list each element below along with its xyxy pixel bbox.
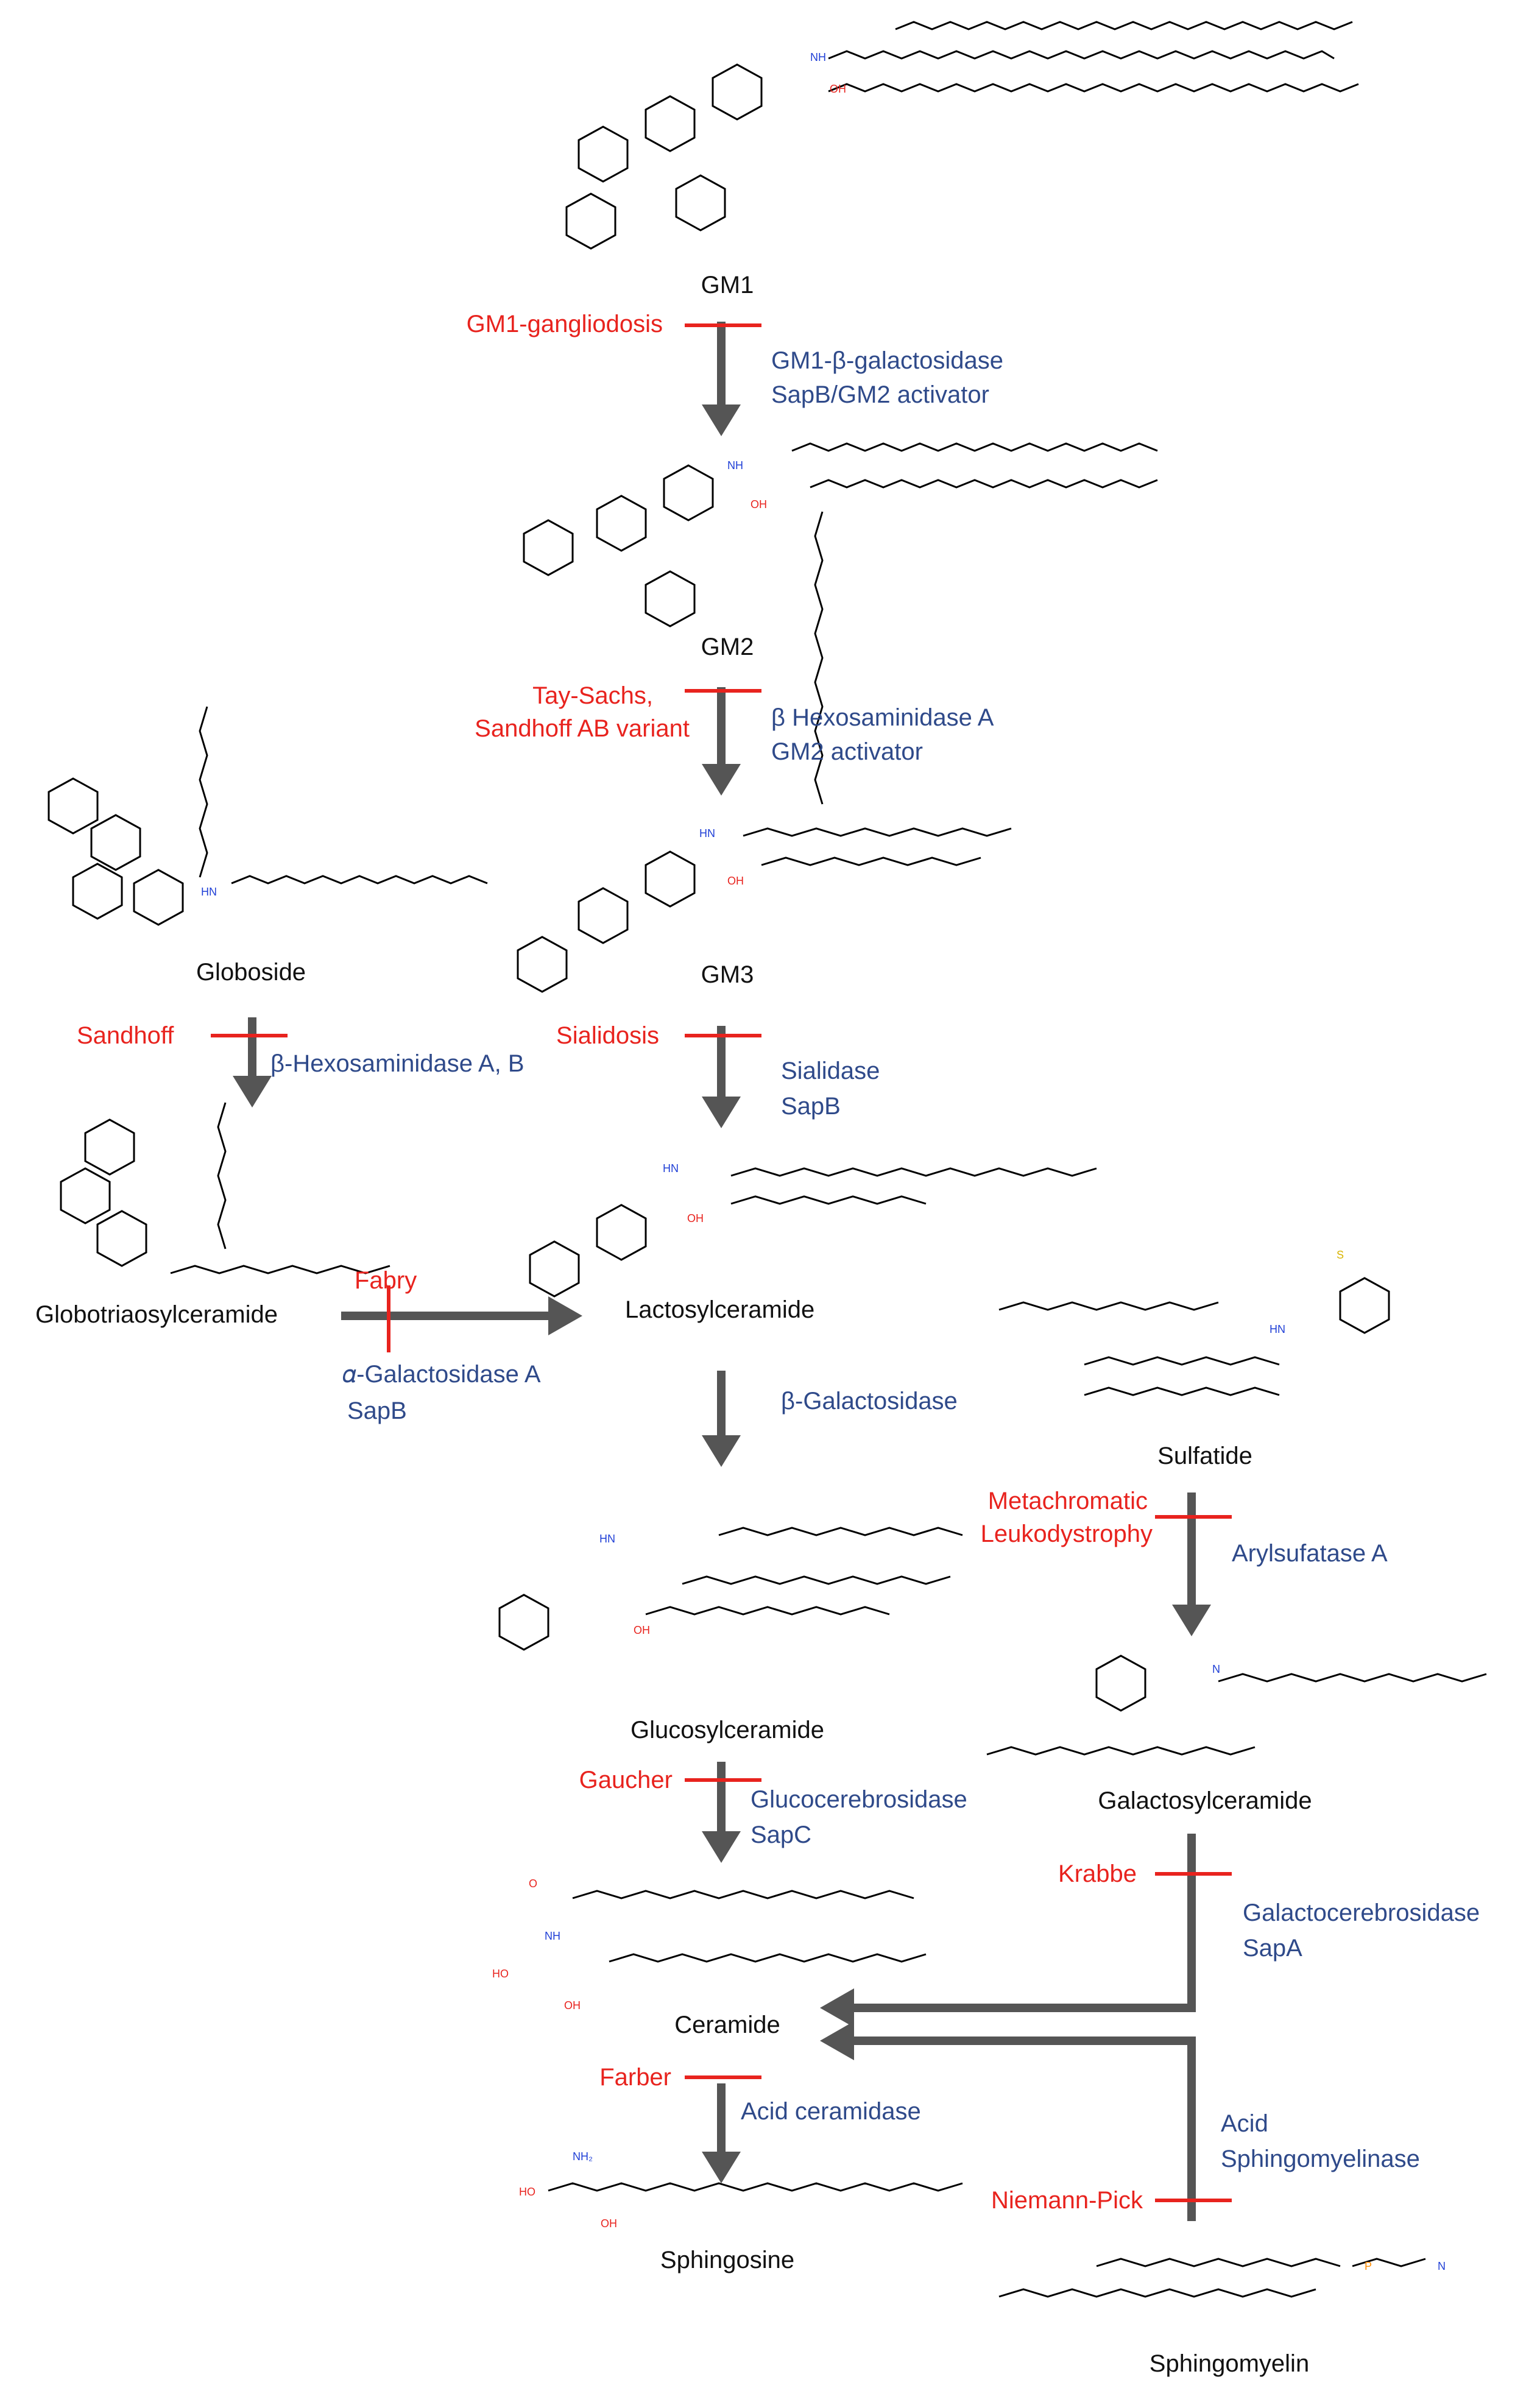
disease-tay-sachs-line2: Sandhoff AB variant bbox=[475, 715, 690, 742]
disease-fabry: Fabry bbox=[355, 1267, 417, 1294]
label-sulfatide: Sulfatide bbox=[1157, 1443, 1252, 1469]
enzyme-sialidase: Sialidase bbox=[781, 1058, 880, 1084]
atom-label-hn-gm3: HN bbox=[699, 827, 715, 839]
atom-label-ho-sphingosine: HO bbox=[519, 2186, 535, 2198]
arrow-galactosylceramide-to-ceramide bbox=[820, 1834, 1196, 2027]
arrow-ceramide-to-sphingosine bbox=[702, 2083, 741, 2183]
label-glucosylceramide: Glucosylceramide bbox=[630, 1717, 824, 1743]
label-galactosylceramide: Galactosylceramide bbox=[1098, 1787, 1312, 1814]
atom-label-nh-gm2: NH bbox=[727, 459, 743, 472]
atom-label-s-sulfatide: S bbox=[1337, 1249, 1344, 1261]
enzyme-b-hexosaminidase-a-b: β-Hexosaminidase A, B bbox=[270, 1050, 525, 1077]
enzyme-b-galactosidase: β-Galactosidase bbox=[781, 1388, 958, 1415]
atom-label-n-sphingomyelin: N bbox=[1438, 2260, 1446, 2272]
label-globotriaosylceramide: Globotriaosylceramide bbox=[35, 1301, 278, 1328]
atom-label-nh2-sphingosine: NH₂ bbox=[573, 2150, 593, 2163]
structure-globotriaosylceramide bbox=[60, 1102, 390, 1274]
disease-niemann-pick: Niemann-Pick bbox=[991, 2187, 1143, 2214]
atom-label-ho-ceramide: HO bbox=[492, 1968, 509, 1980]
atom-label-oh-glucosylceramide: OH bbox=[634, 1624, 650, 1636]
enzyme-alpha-galactosidase-a: 𝛼-Galactosidase A bbox=[342, 1361, 541, 1388]
enzyme-acid: Acid bbox=[1221, 2110, 1268, 2137]
label-ceramide: Ceramide bbox=[674, 2012, 780, 2038]
structure-gm2 bbox=[523, 442, 1158, 805]
atom-label-oh-gm2: OH bbox=[751, 498, 767, 510]
label-gm1: GM1 bbox=[701, 272, 754, 298]
structure-sphingomyelin bbox=[998, 2258, 1426, 2298]
atom-label-hn-sulfatide: HN bbox=[1270, 1323, 1285, 1335]
disease-krabbe: Krabbe bbox=[1058, 1860, 1137, 1887]
structure-ceramide bbox=[572, 1890, 927, 1963]
enzyme-galactocerebrosidase: Galactocerebrosidase bbox=[1243, 1899, 1480, 1926]
structure-galactosylceramide bbox=[986, 1655, 1487, 1756]
arrow-glucosylceramide-to-ceramide bbox=[702, 1762, 741, 1863]
enzyme-gm1-b-galactosidase: GM1-β-galactosidase bbox=[771, 347, 1003, 374]
atom-label-nh-gm1: NH bbox=[810, 51, 826, 63]
label-globoside: Globoside bbox=[196, 959, 306, 986]
atom-label-nh-globoside: HN bbox=[201, 886, 217, 898]
disease-mld-line2: Leukodystrophy bbox=[980, 1521, 1153, 1547]
atom-label-nh-ceramide: NH bbox=[545, 1930, 560, 1942]
enzyme-glucocerebrosidase: Glucocerebrosidase bbox=[751, 1786, 967, 1813]
atom-label-oh-gm3: OH bbox=[727, 875, 744, 887]
structure-gm3 bbox=[517, 827, 1012, 993]
arrow-sphingomyelin-to-ceramide bbox=[820, 2021, 1196, 2221]
atom-label-oh-lactosylceramide: OH bbox=[687, 1212, 704, 1224]
enzyme-sapb-sialidosis: SapB bbox=[781, 1093, 841, 1120]
disease-sandhoff: Sandhoff bbox=[77, 1022, 174, 1049]
enzyme-gm2-activator: GM2 activator bbox=[771, 738, 923, 765]
disease-farber: Farber bbox=[599, 2064, 671, 2091]
structure-sphingosine bbox=[548, 2182, 963, 2192]
atom-label-o-ceramide: O bbox=[529, 1878, 537, 1890]
arrow-gm2-to-gm3 bbox=[702, 687, 741, 796]
atom-label-hn-glucosylceramide: HN bbox=[599, 1533, 615, 1545]
arrow-sulfatide-to-galactosylceramide bbox=[1172, 1492, 1211, 1636]
arrow-lactosylceramide-to-glucosylceramide bbox=[702, 1371, 741, 1467]
atom-label-oh-sphingosine: OH bbox=[601, 2217, 617, 2230]
atom-label-n-galactosylceramide: N bbox=[1212, 1663, 1220, 1675]
label-sphingomyelin: Sphingomyelin bbox=[1149, 2350, 1310, 2377]
block-marks bbox=[211, 323, 1232, 2202]
atom-label-oh-ceramide: OH bbox=[564, 1999, 581, 2012]
atom-label-hn-lactosylceramide: HN bbox=[663, 1162, 679, 1175]
disease-gm1-gangliosidosis: GM1-gangliodosis bbox=[466, 311, 663, 337]
label-sphingosine: Sphingosine bbox=[660, 2247, 795, 2273]
arrow-globotriaosylceramide-to-lactosylceramide bbox=[341, 1296, 582, 1335]
arrow-globoside-to-globotriaosylceramide bbox=[233, 1017, 272, 1107]
structure-sulfatide bbox=[998, 1277, 1390, 1396]
enzyme-sphingomyelinase: Sphingomyelinase bbox=[1221, 2146, 1420, 2172]
enzyme-sapa: SapA bbox=[1243, 1935, 1302, 1962]
enzyme-sapb-gm2-activator: SapB/GM2 activator bbox=[771, 381, 989, 408]
disease-sialidosis: Sialidosis bbox=[556, 1022, 659, 1049]
label-gm3: GM3 bbox=[701, 961, 754, 988]
structure-gm1 bbox=[565, 21, 1359, 250]
structure-globoside bbox=[48, 706, 488, 926]
atom-label-p-sphingomyelin: P bbox=[1365, 2260, 1372, 2272]
label-lactosylceramide: Lactosylceramide bbox=[625, 1296, 815, 1323]
arrow-gm1-to-gm2 bbox=[702, 322, 741, 436]
arrow-gm3-to-lactosylceramide bbox=[702, 1026, 741, 1128]
structure-lactosylceramide bbox=[529, 1167, 1097, 1298]
enzyme-acid-ceramidase: Acid ceramidase bbox=[741, 2098, 921, 2125]
enzyme-arylsufatase-a: Arylsufatase A bbox=[1232, 1540, 1388, 1567]
structure-glucosylceramide bbox=[498, 1527, 963, 1651]
enzyme-b-hexosaminidase-a: β Hexosaminidase A bbox=[771, 704, 994, 731]
disease-mld-line1: Metachromatic bbox=[987, 1488, 1148, 1514]
atom-label-oh-gm1: OH bbox=[830, 83, 846, 95]
disease-tay-sachs-line1: Tay-Sachs, bbox=[532, 682, 653, 709]
disease-gaucher: Gaucher bbox=[579, 1767, 673, 1793]
enzyme-sapc: SapC bbox=[751, 1821, 812, 1848]
label-gm2: GM2 bbox=[701, 634, 754, 660]
enzyme-sapb-fabry: SapB bbox=[347, 1397, 407, 1424]
